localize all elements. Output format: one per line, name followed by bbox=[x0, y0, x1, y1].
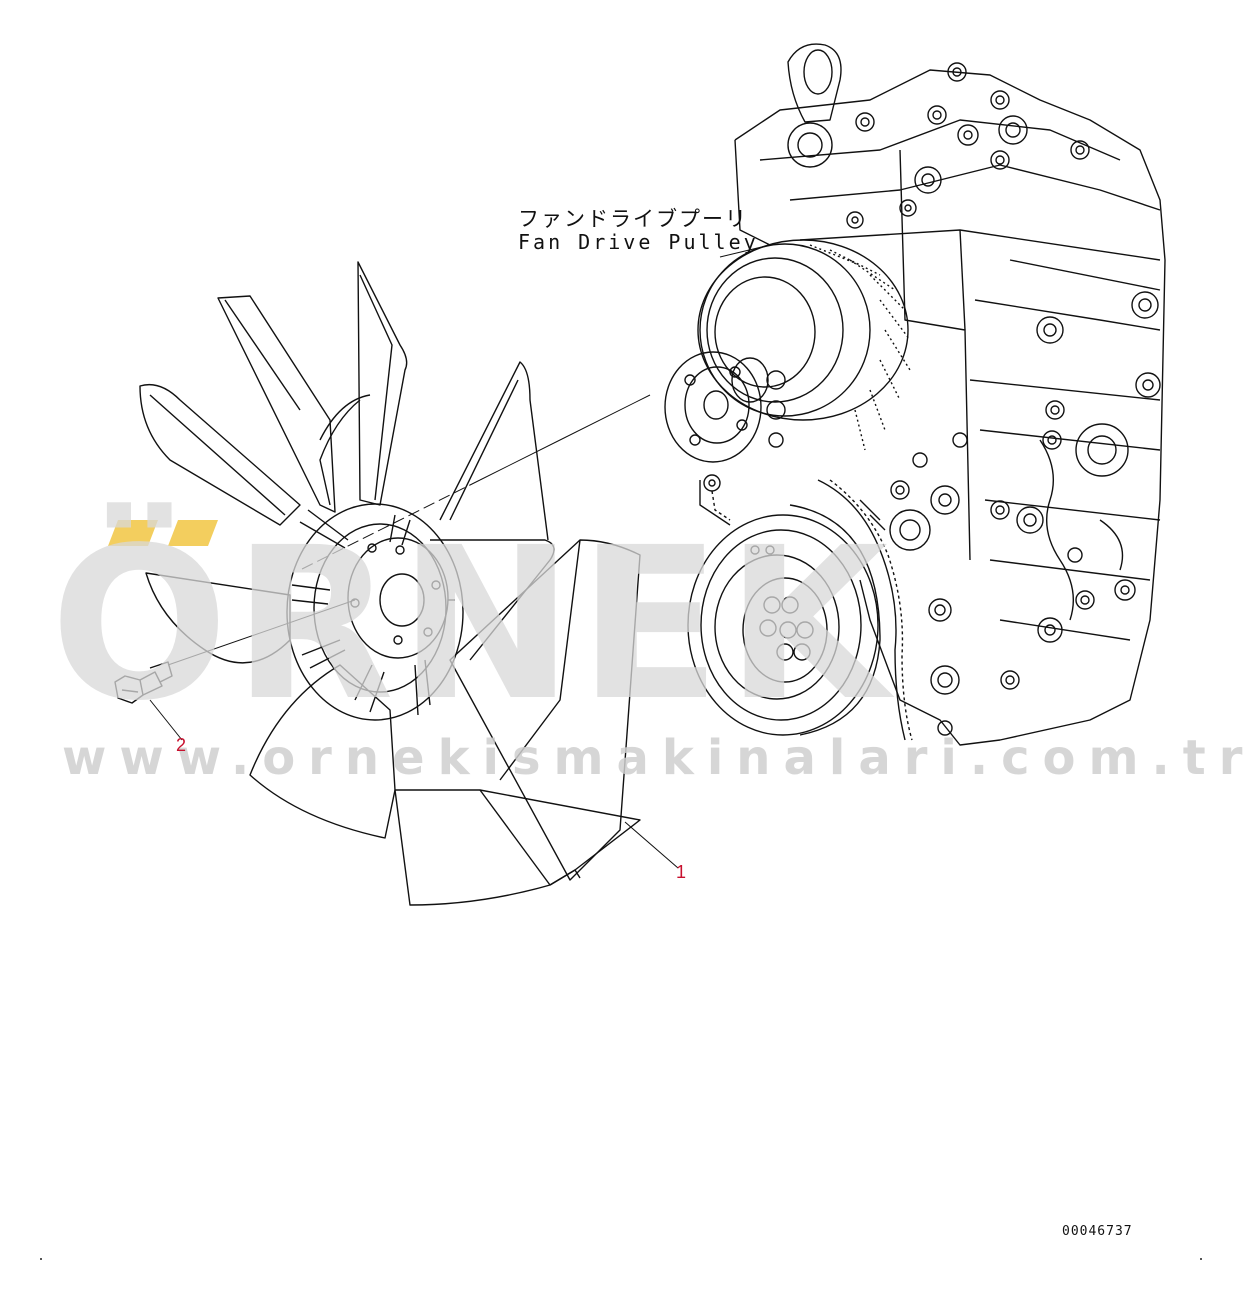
engine-block bbox=[664, 43, 1166, 746]
fan-drive-pulley-label-jp: ファンドライブプーリ bbox=[518, 207, 748, 231]
watermark-url: www.ornekismakinalari.com.tr bbox=[62, 730, 1243, 786]
drawing-number: 00046737 bbox=[1062, 1224, 1133, 1239]
bolt-part bbox=[114, 661, 173, 704]
watermark-logo: ÖRNEK bbox=[50, 502, 893, 747]
corner-mark bbox=[40, 1258, 42, 1260]
fan-drive-pulley-label-en: Fan Drive Pulley bbox=[518, 230, 759, 254]
fan-assembly bbox=[139, 261, 641, 906]
corner-mark bbox=[1200, 1258, 1202, 1260]
callout-1[interactable]: 1 bbox=[676, 862, 687, 882]
callout-2[interactable]: 2 bbox=[176, 735, 187, 755]
